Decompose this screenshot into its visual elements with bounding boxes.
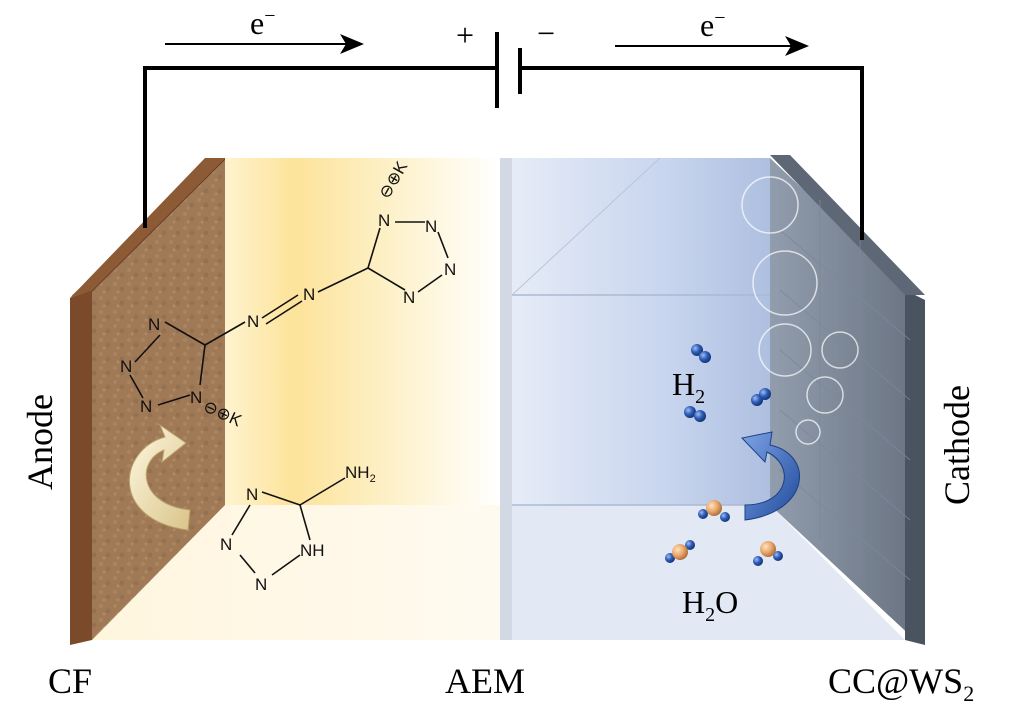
svg-text:N: N xyxy=(190,388,202,407)
h2-molecule xyxy=(684,406,706,422)
svg-text:N: N xyxy=(425,217,437,236)
anode-reaction-arrow xyxy=(128,423,191,531)
cathode-label: Cathode xyxy=(937,385,977,505)
h2-molecule xyxy=(751,388,771,406)
svg-text:NH: NH xyxy=(300,541,325,560)
h2o-molecule xyxy=(665,540,695,563)
svg-text:N: N xyxy=(247,312,259,331)
svg-text:N: N xyxy=(444,260,456,279)
h2-label: H2 xyxy=(672,366,705,408)
battery-minus: − xyxy=(537,15,555,51)
h2o-molecule xyxy=(698,500,730,522)
svg-text:N: N xyxy=(140,397,152,416)
h2-molecules xyxy=(684,344,771,422)
h2o-molecule xyxy=(753,541,783,566)
electron-label-left: e− xyxy=(250,5,275,41)
cathode-reaction-arrow xyxy=(741,431,800,521)
svg-text:N: N xyxy=(148,315,160,334)
cf-label: CF xyxy=(48,661,92,701)
battery-plus: + xyxy=(456,17,474,53)
svg-text:N: N xyxy=(255,575,267,594)
cf-electrode xyxy=(70,290,92,645)
svg-text:N: N xyxy=(378,211,390,230)
h2o-molecules xyxy=(665,500,783,566)
svg-text:N: N xyxy=(120,357,132,376)
svg-text:N: N xyxy=(303,285,315,304)
aminotetrazole-atoms: N N N NH NH2 xyxy=(220,463,376,594)
gas-bubbles xyxy=(741,176,859,445)
anode-chamber xyxy=(70,158,500,645)
electron-label-right: e− xyxy=(700,7,725,43)
svg-text:N: N xyxy=(403,288,415,307)
svg-text:N: N xyxy=(220,535,232,554)
aem-label: AEM xyxy=(445,661,525,701)
svg-text:NH2: NH2 xyxy=(345,463,376,485)
aminotetrazole-structure xyxy=(231,477,346,576)
external-circuit xyxy=(143,32,864,240)
h2-molecule xyxy=(691,344,711,363)
ccws2-label: CC@WS2 xyxy=(828,661,974,706)
svg-text:N: N xyxy=(246,485,258,504)
electron-flow-arrows xyxy=(165,34,809,56)
azotetrazolate-structure xyxy=(129,221,449,406)
anode-label: Anode xyxy=(20,394,60,490)
h2o-label: H2O xyxy=(682,584,738,626)
